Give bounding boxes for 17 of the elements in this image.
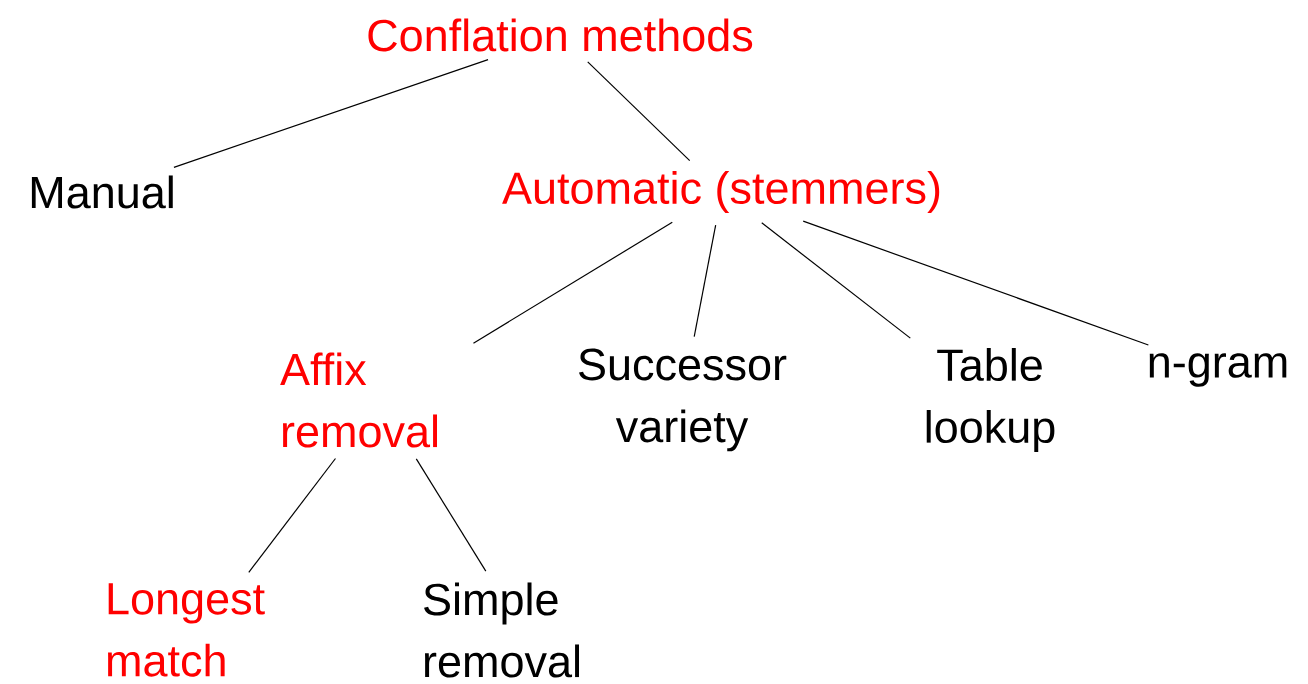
connector-line	[472, 221, 673, 344]
node-label: Automatic (stemmers)	[502, 171, 940, 213]
connector-line	[248, 457, 337, 573]
connector-line	[761, 222, 911, 339]
node-label: Successor variety	[579, 348, 787, 452]
node-label: Simple removal	[424, 582, 579, 678]
node-label: Manual	[31, 175, 173, 209]
connector-line	[802, 220, 1149, 346]
connector-line	[173, 59, 489, 168]
node-label: n-gram	[1149, 353, 1287, 387]
node-label: Longest match	[108, 583, 265, 677]
node-label: Affix removal	[280, 352, 437, 448]
node-label: Conflation methods	[368, 18, 753, 52]
connector-line	[587, 61, 691, 162]
connector-line	[693, 224, 717, 338]
node-label: Table lookup	[926, 348, 1055, 452]
connector-line	[415, 458, 487, 572]
